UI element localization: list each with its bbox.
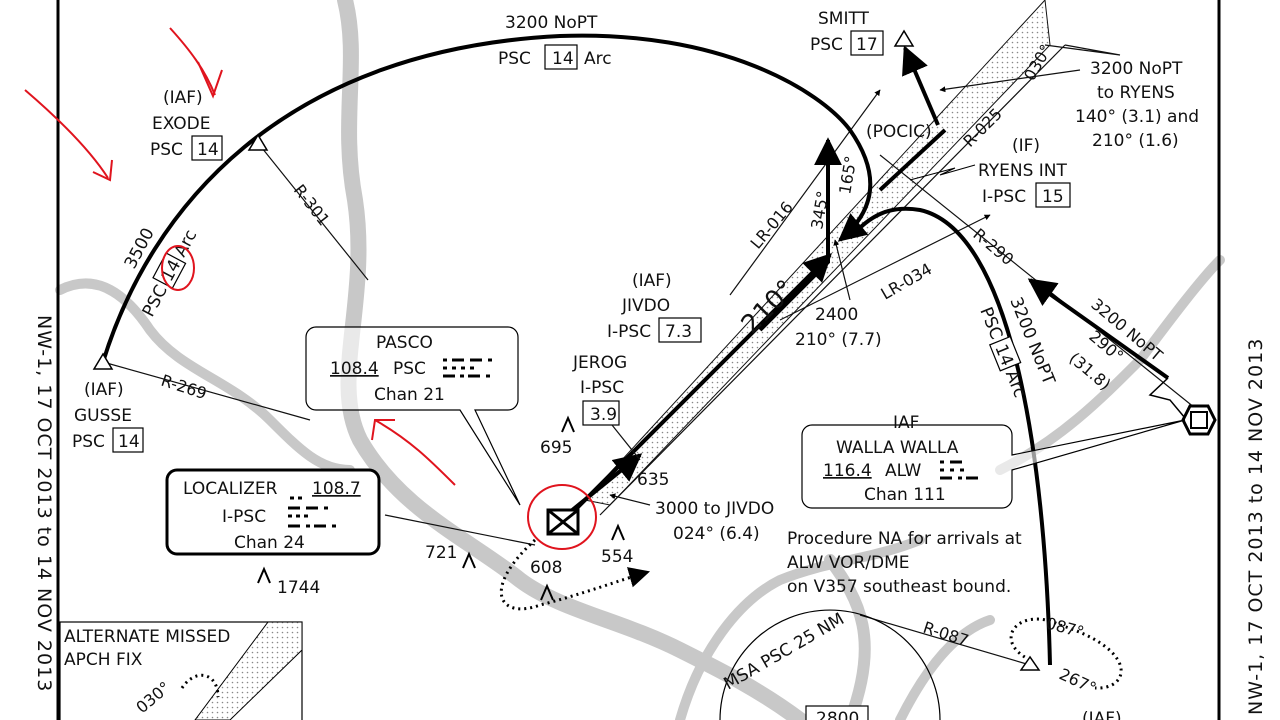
- svg-text:on V357 southeast bound.: on V357 southeast bound.: [787, 577, 1011, 597]
- localizer-box[interactable]: LOCALIZER 108.7 I-PSC Chan 24: [165, 468, 381, 556]
- procedure-na-note: Procedure NA for arrivals at ALW VOR/DME…: [787, 529, 1022, 597]
- pasco-navaid-box[interactable]: PASCO 108.4 PSC Chan 21: [305, 326, 521, 506]
- exode-dme: 14: [197, 140, 219, 160]
- ryens-nopt-note: 3200 NoPT to RYENS 140° (3.1) and 210° (…: [1075, 59, 1199, 151]
- gusse-name: GUSSE: [74, 406, 132, 426]
- top-arc-nav: PSC: [498, 49, 531, 69]
- svg-text:to RYENS: to RYENS: [1097, 83, 1175, 103]
- walla-freq: 116.4: [823, 461, 872, 481]
- red-annotations: [24, 27, 597, 550]
- svg-text:ALTERNATE MISSED: ALTERNATE MISSED: [64, 627, 230, 647]
- gusse-dme: 14: [118, 432, 140, 452]
- ryens-dme: 15: [1042, 187, 1064, 207]
- validity-right: NW-1, 17 OCT 2013 to 14 NOV 2013: [1245, 338, 1267, 715]
- svg-text:Procedure NA for arrivals at: Procedure NA for arrivals at: [787, 529, 1022, 549]
- jivdo-dme: 7.3: [665, 322, 692, 342]
- ryens-name: RYENS INT: [978, 161, 1067, 181]
- exode-role: (IAF): [163, 88, 203, 108]
- localizer-ident: I-PSC: [222, 507, 266, 527]
- approach-band: [584, 0, 1051, 506]
- pasco-vortac-icon[interactable]: [546, 508, 580, 536]
- jerog-dme: 3.9: [590, 405, 617, 425]
- ryens-role: (IF): [1012, 136, 1040, 156]
- pasco-name: PASCO: [376, 333, 433, 353]
- smitt-name: SMITT: [818, 9, 870, 29]
- svg-text:ALW VOR/DME: ALW VOR/DME: [787, 553, 910, 573]
- left-arc-word: Arc: [171, 227, 202, 261]
- jivdo-3000-note: 3000 to JIVDO 024° (6.4): [655, 499, 774, 544]
- svg-text:695: 695: [540, 438, 572, 458]
- routes: [101, 33, 1186, 690]
- jivdo-name: JIVDO: [621, 296, 670, 316]
- iaf-bottom-label: (IAF): [1082, 709, 1122, 720]
- svg-text:165°: 165°: [835, 154, 860, 195]
- svg-text:608: 608: [530, 558, 562, 578]
- gusse-fix-icon[interactable]: [92, 352, 114, 370]
- left-arc-nav: PSC: [139, 282, 172, 320]
- gusse-role: (IAF): [84, 380, 124, 400]
- svg-text:210° (1.6): 210° (1.6): [1092, 131, 1179, 151]
- walla-name: WALLA WALLA: [836, 438, 959, 458]
- pasco-chan: Chan 21: [374, 385, 445, 405]
- svg-text:R-290: R-290: [969, 225, 1017, 270]
- svg-text:210° (7.7): 210° (7.7): [795, 330, 882, 350]
- svg-text:267°: 267°: [1056, 664, 1099, 698]
- smitt-nav: PSC: [810, 35, 843, 55]
- msa-value: 2800: [816, 709, 859, 720]
- obstacle-icons: [257, 415, 625, 601]
- walla-role: IAF: [893, 413, 919, 433]
- top-arc-word: Arc: [584, 49, 612, 69]
- jivdo-nav: I-PSC: [607, 322, 651, 342]
- walla-walla-navaid-box[interactable]: IAF WALLA WALLA 116.4 ALW Chan 111: [801, 413, 1186, 509]
- iaf-bottom-fix-icon[interactable]: [1019, 655, 1041, 671]
- exode-name: EXODE: [152, 114, 211, 134]
- svg-text:1744: 1744: [277, 578, 320, 598]
- svg-text:140° (3.1) and: 140° (3.1) and: [1075, 107, 1199, 127]
- ryens-nav: I-PSC: [982, 187, 1026, 207]
- svg-text:APCH FIX: APCH FIX: [64, 650, 143, 670]
- svg-text:LR-016: LR-016: [747, 198, 797, 253]
- top-arc-dme: 14: [552, 49, 574, 69]
- pasco-ident: PSC: [393, 359, 426, 379]
- svg-text:554: 554: [601, 547, 633, 567]
- pocic-name: (POCIC): [866, 122, 932, 142]
- elevation-labels: 695 635 554 608 721 1744: [277, 438, 669, 598]
- svg-text:721: 721: [425, 543, 457, 563]
- alternate-missed-inset: ALTERNATE MISSED APCH FIX 030°: [59, 621, 303, 720]
- top-arc-altitude: 3200 NoPT: [505, 13, 598, 33]
- svg-text:LR-034: LR-034: [878, 259, 936, 303]
- smitt-fix-icon[interactable]: [893, 29, 915, 47]
- localizer-freq: 108.7: [312, 479, 361, 499]
- localizer-chan: Chan 24: [234, 533, 305, 553]
- gusse-nav: PSC: [72, 432, 105, 452]
- svg-text:024° (6.4): 024° (6.4): [673, 524, 760, 544]
- pasco-freq: 108.4: [330, 359, 379, 379]
- walla-chan: Chan 111: [864, 485, 946, 505]
- jerog-name: JEROG: [572, 353, 627, 373]
- svg-text:635: 635: [637, 470, 669, 490]
- svg-text:R-301: R-301: [290, 181, 334, 230]
- exode-nav: PSC: [150, 140, 183, 160]
- svg-text:2400: 2400: [815, 305, 858, 325]
- jerog-nav: I-PSC: [580, 378, 624, 398]
- svg-text:3000 to JIVDO: 3000 to JIVDO: [655, 499, 774, 519]
- localizer-name: LOCALIZER: [183, 479, 278, 499]
- walla-walla-vortac-icon[interactable]: [1181, 404, 1217, 436]
- validity-left: NW-1, 17 OCT 2013 to 14 NOV 2013: [33, 315, 55, 692]
- walla-ident: ALW: [885, 461, 922, 481]
- exode-fix-icon[interactable]: [247, 133, 269, 151]
- svg-text:3200 NoPT: 3200 NoPT: [1090, 59, 1183, 79]
- msa-label: MSA PSC 25 NM: [721, 609, 848, 694]
- altitude-2400-note: 2400 210° (7.7): [795, 305, 882, 350]
- jivdo-role: (IAF): [632, 271, 672, 291]
- smitt-dme: 17: [856, 35, 878, 55]
